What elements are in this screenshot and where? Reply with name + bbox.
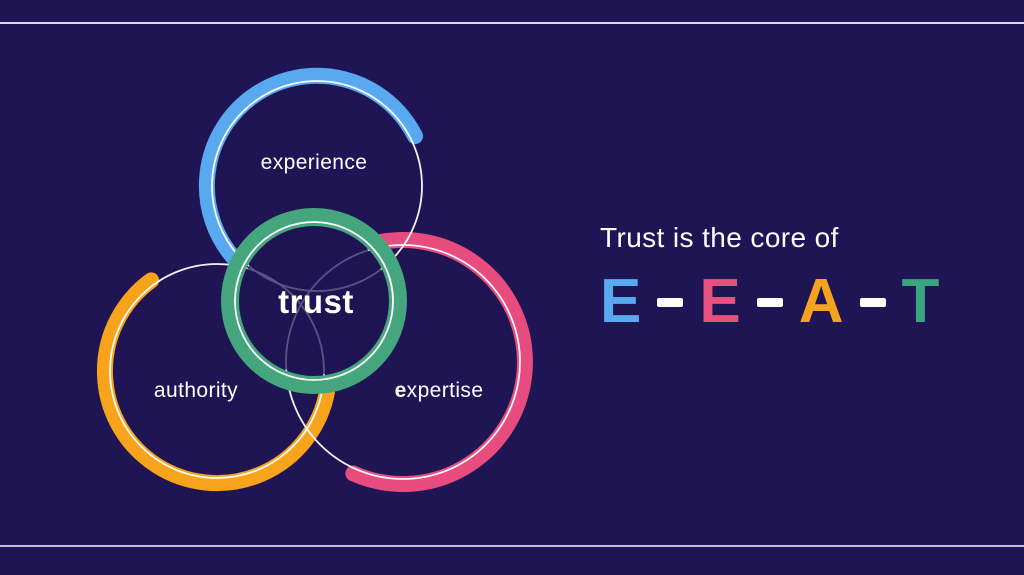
acronym-letter-4-A: A xyxy=(798,267,844,336)
expertise-label-bold-letter: e xyxy=(394,379,407,402)
trust-label: trust xyxy=(278,283,354,320)
ring-thin-circle-trust xyxy=(234,221,394,381)
ring-band-expertise xyxy=(345,232,533,492)
center-dim-disc xyxy=(240,227,388,375)
expertise-label: expertise xyxy=(395,379,484,403)
acronym-dash-3 xyxy=(756,297,783,307)
headline-intro-text: Trust is the core of xyxy=(600,222,839,253)
ring-band-authority xyxy=(96,272,335,492)
acronym-dash-5 xyxy=(859,297,886,307)
top-divider-line xyxy=(0,22,1024,24)
experience-label: experience xyxy=(260,151,368,174)
expertise-label-rest: xpertise xyxy=(406,379,484,402)
authority-label: authority xyxy=(153,379,239,402)
acronym-letter-2-E: E xyxy=(699,267,741,336)
ring-band-experience xyxy=(198,67,423,268)
acronym-dash-1 xyxy=(657,297,684,307)
acronym-letter-0-E: E xyxy=(600,267,642,336)
ring-band-trust xyxy=(221,208,407,394)
acronym-letter-6-T: T xyxy=(901,267,940,336)
bottom-divider-line xyxy=(0,545,1024,547)
